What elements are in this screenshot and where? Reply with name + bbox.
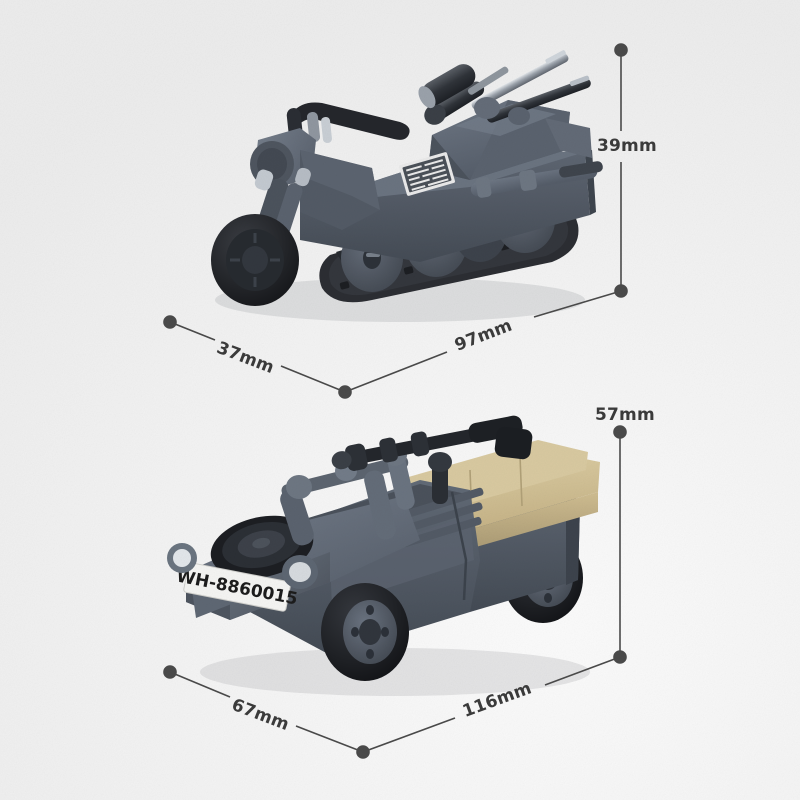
dimension-line-depth: [295, 725, 364, 753]
dimension-line-depth: [169, 671, 231, 698]
dimension-endpoint: [163, 665, 177, 679]
dimension-line-length: [362, 717, 456, 753]
dimension-line-length: [544, 656, 621, 686]
dimension-endpoint: [613, 425, 627, 439]
dimension-label-height-bottom: 57mm: [595, 405, 655, 425]
